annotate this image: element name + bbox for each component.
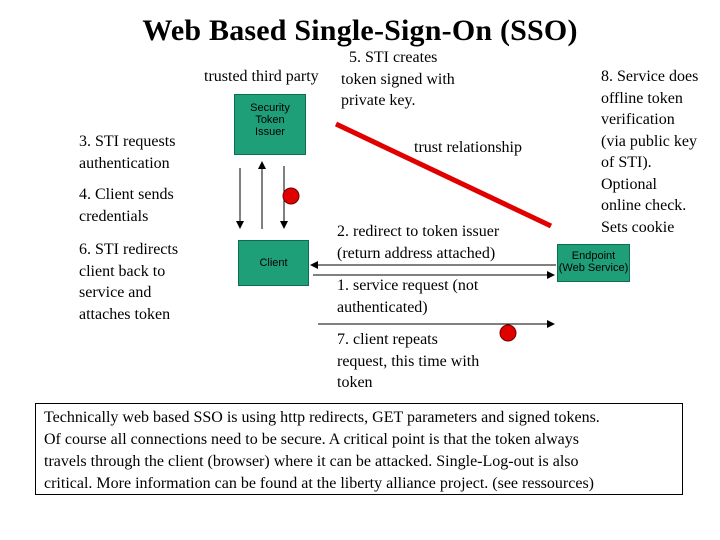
step-7-line-1: 7. client repeats — [337, 331, 438, 348]
step-8-line-7: online check. — [601, 197, 687, 214]
footer-note: Technically web based SSO is using http … — [35, 403, 683, 495]
step-6-line-4: attaches token — [79, 305, 171, 323]
step-8-line-8: Sets cookie — [601, 218, 675, 236]
step-8-line-5: of STI). — [601, 154, 652, 171]
step-8-line-3: verification — [601, 111, 675, 128]
security-token-issuer-node: Security Token Issuer — [234, 94, 306, 155]
step-3-label: 3. STI requests authentication — [79, 131, 175, 174]
trust-relationship-line — [334, 121, 553, 229]
footer-line-2: Of course all connections need to be sec… — [44, 431, 579, 448]
sti-label-line-2: Token — [255, 114, 285, 126]
step-5-line-2: token signed with — [341, 70, 455, 88]
endpoint-label-line-1: Endpoint — [571, 250, 616, 262]
step-3-line-1: 3. STI requests — [79, 133, 176, 150]
footer-line-3: travels through the client (browser) whe… — [44, 453, 579, 470]
step-5-line-1: 5. STI creates — [349, 49, 438, 66]
step-8-line-4: (via public key — [601, 132, 697, 150]
endpoint-node: Endpoint (Web Service) — [557, 244, 630, 282]
step-1-label: 1. service request (not authenticated) — [337, 275, 478, 318]
step-6-line-1: 6. STI redirects — [79, 241, 179, 258]
step-2-line-1: 2. redirect to token issuer — [337, 223, 500, 240]
trust-relationship-label: trust relationship — [414, 139, 522, 156]
endpoint-label-line-2: (Web Service) — [558, 262, 629, 274]
step-5-line-3: private key. — [341, 92, 416, 109]
step-8-line-6: Optional — [601, 175, 657, 193]
step-5-label: 5. STI creates token signed with private… — [341, 47, 455, 112]
step-6-line-2: client back to — [79, 262, 166, 280]
footer-line-4: critical. More information can be found … — [44, 475, 594, 492]
step-4-line-2: credentials — [79, 207, 149, 225]
step-8-line-2: offline token — [601, 89, 683, 107]
step-7-line-3: token — [337, 374, 373, 391]
step-6-line-3: service and — [79, 284, 152, 301]
footer-line-1: Technically web based SSO is using http … — [44, 409, 600, 426]
client-node: Client — [238, 240, 309, 286]
step-1-line-1: 1. service request (not — [337, 277, 479, 294]
step-7-label: 7. client repeats request, this time wit… — [337, 329, 479, 394]
step-4-label: 4. Client sends credentials — [79, 184, 174, 227]
sti-label-line-3: Issuer — [255, 126, 285, 138]
step-3-line-2: authentication — [79, 154, 170, 172]
trusted-third-party-label: trusted third party — [204, 68, 319, 85]
step-2-label: 2. redirect to token issuer (return addr… — [337, 221, 499, 264]
step-7-line-2: request, this time with — [337, 352, 480, 370]
step-8-line-1: 8. Service does — [601, 68, 699, 85]
sti-label-line-1: Security — [250, 102, 290, 114]
client-label: Client — [259, 257, 288, 269]
page-title: Web Based Single-Sign-On (SSO) — [142, 14, 578, 47]
step-6-label: 6. STI redirects client back to service … — [79, 239, 178, 325]
step-2-line-2: (return address attached) — [337, 244, 496, 262]
attack-marker-token — [499, 324, 517, 342]
step-4-line-1: 4. Client sends — [79, 186, 174, 203]
step-1-line-2: authenticated) — [337, 298, 428, 316]
step-8-label: 8. Service does offline token verificati… — [601, 66, 698, 238]
attack-marker-credentials — [282, 187, 300, 205]
